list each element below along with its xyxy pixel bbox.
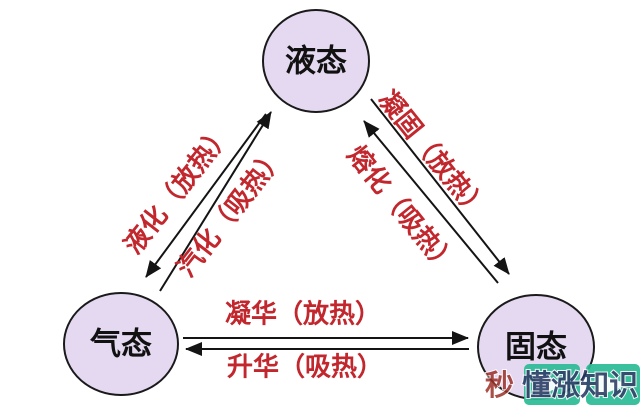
deposition-label: 凝华（放热） bbox=[225, 299, 381, 329]
vaporization-arrow bbox=[159, 111, 272, 292]
liquefaction-arrow bbox=[145, 113, 267, 278]
liquid-node-label: 液态 bbox=[285, 44, 347, 79]
gas-node-label: 气态 bbox=[89, 327, 152, 362]
melting-arrow bbox=[363, 120, 499, 284]
watermark: 秒 懂涨知识 bbox=[484, 364, 640, 405]
solid-node-label: 固态 bbox=[505, 330, 567, 365]
play-arrow-icon bbox=[596, 372, 628, 397]
watermark-text: 秒 懂涨知识 bbox=[485, 368, 638, 402]
solidification-arrow bbox=[370, 98, 510, 275]
watermark-text-rest: 懂涨知识 bbox=[522, 368, 638, 402]
transition-arrows bbox=[145, 98, 510, 356]
play-arrow-icon bbox=[535, 372, 567, 397]
sublimation-label: 升华（吸热） bbox=[227, 352, 383, 382]
watermark-text-prefix: 秒 bbox=[485, 369, 514, 402]
gas-node bbox=[63, 292, 179, 396]
state-nodes: 液态 气态 固态 bbox=[63, 9, 595, 400]
liquid-node bbox=[262, 9, 370, 113]
